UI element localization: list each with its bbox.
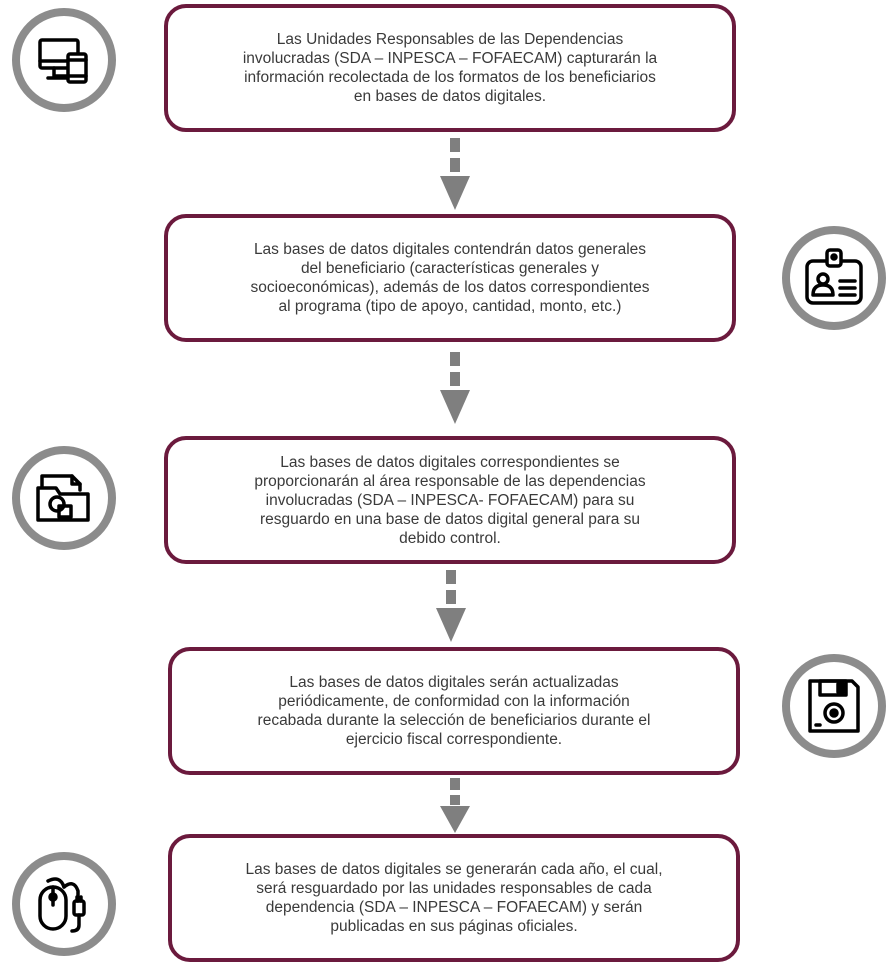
step-1-box: Las Unidades Responsables de las Depende… <box>164 4 736 132</box>
arrow-1-down <box>440 138 470 210</box>
id-badge-icon <box>782 226 886 330</box>
mouse-icon <box>12 852 116 956</box>
arrow-2-down <box>440 352 470 424</box>
step-4-box: Las bases de datos digitales serán actua… <box>168 647 740 775</box>
step-3-text: Las bases de datos digitales correspondi… <box>254 453 646 547</box>
floppy-disk-icon <box>782 654 886 758</box>
step-5-text: Las bases de datos digitales se generará… <box>245 861 663 935</box>
step-5-box: Las bases de datos digitales se generará… <box>168 834 740 962</box>
step-3-box: Las bases de datos digitales correspondi… <box>164 436 736 564</box>
step-2-box: Las bases de datos digitales contendrán … <box>164 214 736 342</box>
arrow-3-down <box>436 570 466 642</box>
step-2-text: Las bases de datos digitales contendrán … <box>250 241 650 315</box>
step-4-text: Las bases de datos digitales serán actua… <box>257 674 651 748</box>
computer-devices-icon <box>12 8 116 112</box>
step-1-text: Las Unidades Responsables de las Depende… <box>242 31 658 105</box>
arrow-4-down <box>440 778 470 833</box>
folder-documents-icon <box>12 446 116 550</box>
